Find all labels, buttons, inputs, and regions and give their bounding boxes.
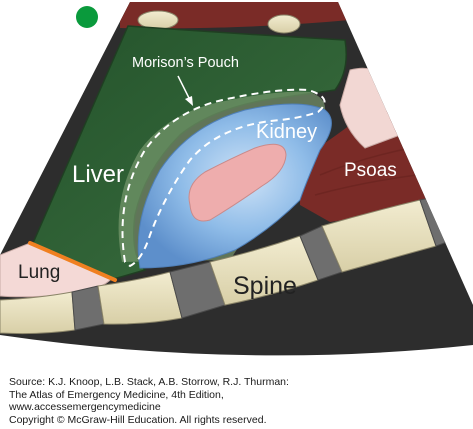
rib-right [267, 14, 301, 34]
citation-line-3: www.accessemergencymedicine [9, 401, 161, 414]
vertebra-5 [444, 189, 473, 239]
citation-line-4: Copyright © McGraw-Hill Education. All r… [9, 413, 267, 426]
liver-label: Liver [72, 161, 124, 188]
green-dot-icon [76, 6, 98, 28]
arrow-icon [177, 75, 193, 106]
source-citation: Source: K.J. Knoop, L.B. Stack, A.B. Sto… [9, 376, 469, 426]
psoas-label: Psoas [344, 160, 397, 181]
lung-label: Lung [18, 262, 60, 283]
rib-left [137, 10, 179, 30]
kidney-label: Kidney [256, 121, 317, 143]
pleural-line [28, 241, 117, 282]
spine-label: Spine [233, 272, 297, 300]
citation-line-2: The Atlas of Emergency Medicine, 4th Edi… [9, 388, 224, 401]
renal-sinus [188, 143, 287, 222]
morisons-pouch-outline [121, 88, 326, 268]
morisons-pouch-label: Morison’s Pouch [132, 55, 239, 71]
citation-line-1: Source: K.J. Knoop, L.B. Stack, A.B. Sto… [9, 376, 289, 388]
